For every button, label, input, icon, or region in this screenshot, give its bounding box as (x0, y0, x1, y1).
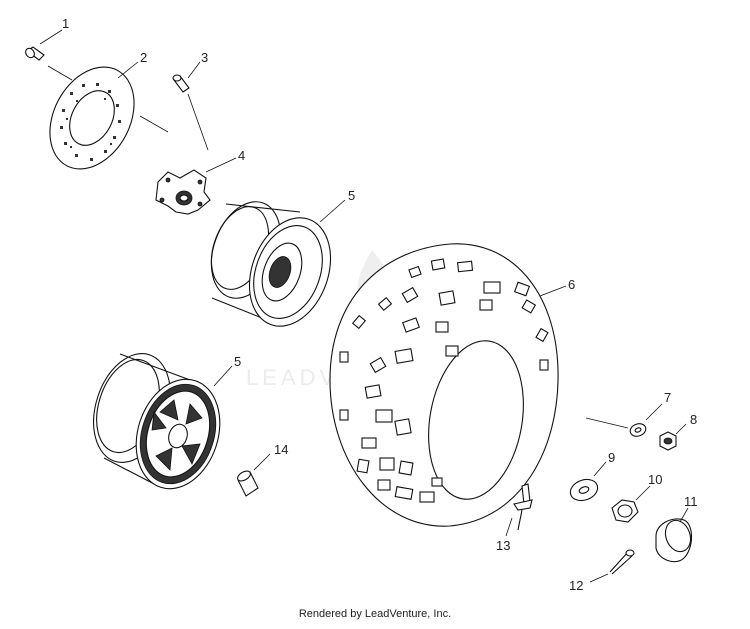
callout-4: 4 (238, 148, 245, 163)
callout-8: 8 (690, 412, 697, 427)
callout-2: 2 (140, 50, 147, 65)
callout-5-upper: 5 (348, 188, 355, 203)
part-12-cotter-pin[interactable] (589, 549, 635, 583)
callout-14: 14 (274, 442, 288, 457)
part-1-bolt[interactable] (24, 29, 73, 81)
part-5-wheel-rim-upper[interactable] (199, 192, 346, 338)
part-9-washer[interactable] (567, 461, 607, 504)
callout-7: 7 (664, 390, 671, 405)
part-4-hub[interactable] (155, 157, 237, 215)
part-11-cap[interactable] (655, 507, 695, 563)
callout-5-lower: 5 (234, 354, 241, 369)
callout-6: 6 (568, 277, 575, 292)
callout-12: 12 (569, 578, 583, 593)
callout-3: 3 (201, 50, 208, 65)
part-5-wheel-rim-lower[interactable] (80, 344, 233, 500)
callout-10: 10 (648, 472, 662, 487)
footer-credit: Rendered by LeadVenture, Inc. (298, 608, 452, 620)
part-2-brake-disc[interactable] (33, 52, 169, 183)
callout-11: 11 (684, 494, 698, 509)
part-14-valve-stem[interactable] (236, 453, 271, 497)
part-8-nut[interactable] (659, 423, 687, 451)
callout-1: 1 (62, 16, 69, 31)
part-3-bolt[interactable] (172, 61, 209, 151)
callout-9: 9 (608, 450, 615, 465)
part-10-lug-nut[interactable] (611, 485, 651, 523)
part-7-washer[interactable] (585, 403, 663, 438)
callout-labels: 1 2 3 4 5 5 6 7 8 9 10 11 12 13 14 (62, 16, 698, 593)
callout-13: 13 (496, 538, 510, 553)
part-13-stud[interactable] (505, 483, 533, 537)
part-6-tire[interactable] (329, 243, 567, 527)
